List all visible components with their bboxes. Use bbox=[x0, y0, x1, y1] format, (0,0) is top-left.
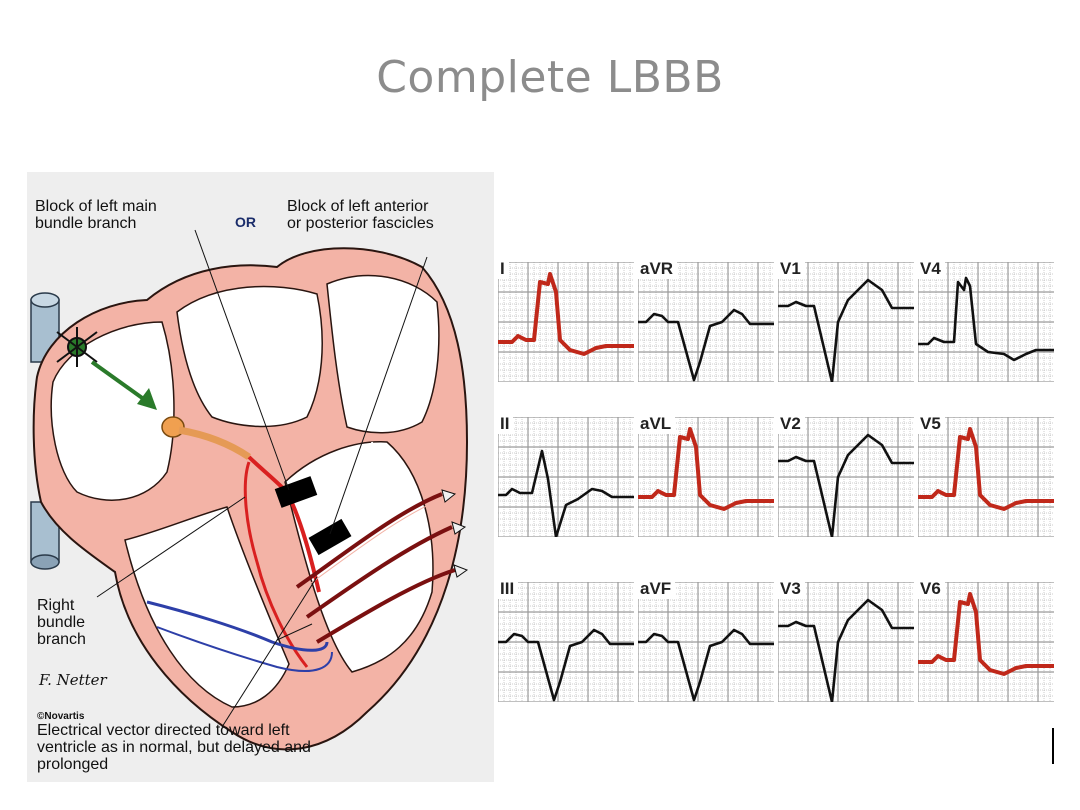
ecg-lead-v2: V2 bbox=[778, 414, 914, 537]
ecg-trace-svg bbox=[918, 262, 1054, 382]
heart-diagram-panel: Block of left main bundle branch OR Bloc… bbox=[27, 172, 494, 782]
ecg-trace-svg bbox=[778, 582, 914, 702]
ecg-waveform bbox=[638, 628, 774, 702]
ecg-gridlines bbox=[918, 582, 1054, 702]
ecg-lead-label: aVR bbox=[638, 259, 678, 279]
ecg-gridlines bbox=[918, 417, 1054, 537]
label-right-bundle: Right bundle branch bbox=[37, 597, 86, 648]
heart-illustration bbox=[30, 229, 469, 751]
ecg-lead-label: III bbox=[498, 579, 519, 599]
ecg-trace-svg bbox=[778, 417, 914, 537]
ecg-trace-svg bbox=[638, 262, 774, 382]
ecg-lead-v6: V6 bbox=[918, 579, 1054, 702]
ecg-gridlines bbox=[638, 582, 774, 702]
left-fiber-3 bbox=[315, 568, 456, 644]
ecg-lead-label: V2 bbox=[778, 414, 805, 434]
ecg-waveform bbox=[778, 598, 914, 702]
ecg-lead-label: aVL bbox=[638, 414, 676, 434]
ecg-lead-label: aVF bbox=[638, 579, 676, 599]
ecg-lead-label: V5 bbox=[918, 414, 945, 434]
left-fiber-2 bbox=[305, 525, 453, 619]
ecg-gridlines bbox=[778, 417, 914, 537]
ecg-trace-svg bbox=[638, 582, 774, 702]
ecg-trace-svg bbox=[498, 582, 634, 702]
ecg-trace-svg bbox=[918, 417, 1054, 537]
label-fascicles-block: Block of left anterior or posterior fasc… bbox=[287, 198, 434, 232]
ecg-lead-label: V1 bbox=[778, 259, 805, 279]
ecg-lead-avf: aVF bbox=[638, 579, 774, 702]
ecg-gridlines bbox=[918, 262, 1054, 382]
ecg-gridlines bbox=[498, 582, 634, 702]
left-bundle bbox=[243, 461, 309, 668]
copyright-label: ©Novartis bbox=[37, 711, 85, 722]
ecg-waveform bbox=[498, 272, 634, 356]
ecg-lead-label: V6 bbox=[918, 579, 945, 599]
block-fascicles-bar bbox=[308, 518, 352, 556]
right-bundle-branch-path bbox=[146, 600, 329, 652]
ecg-lead-avl: aVL bbox=[638, 414, 774, 537]
ecg-gridlines bbox=[498, 417, 634, 537]
ecg-gridlines bbox=[778, 262, 914, 382]
ecg-gridlines bbox=[498, 262, 634, 382]
ecg-lead-v3: V3 bbox=[778, 579, 914, 702]
ecg-waveform bbox=[498, 449, 634, 537]
label-left-main-block: Block of left main bundle branch bbox=[35, 198, 157, 232]
left-ventricle bbox=[284, 441, 434, 673]
ecg-waveform bbox=[778, 433, 914, 537]
left-atrium bbox=[176, 285, 323, 428]
right-ventricle bbox=[124, 506, 290, 708]
ecg-waveform bbox=[778, 278, 914, 382]
ecg-waveform bbox=[918, 592, 1054, 676]
ecg-lead-iii: III bbox=[498, 579, 634, 702]
ecg-lead-ii: II bbox=[498, 414, 634, 537]
av-node bbox=[161, 416, 185, 438]
ecg-gridlines bbox=[778, 582, 914, 702]
divider-bar bbox=[1052, 728, 1054, 764]
ecg-trace-svg bbox=[498, 417, 634, 537]
label-electrical-vector: Electrical vector directed toward left v… bbox=[37, 722, 311, 773]
ecg-trace-svg bbox=[638, 417, 774, 537]
ecg-gridlines bbox=[638, 262, 774, 382]
ecg-lead-v5: V5 bbox=[918, 414, 1054, 537]
ecg-trace-svg bbox=[498, 262, 634, 382]
conduction-arrow bbox=[90, 360, 147, 402]
ecg-lead-label: V3 bbox=[778, 579, 805, 599]
ecg-lead-i: I bbox=[498, 259, 634, 382]
ecg-waveform bbox=[918, 427, 1054, 511]
ecg-lead-avr: aVR bbox=[638, 259, 774, 382]
page-title: Complete LBBB bbox=[376, 52, 724, 103]
ecg-waveform bbox=[498, 628, 634, 702]
ecg-lead-label: V4 bbox=[918, 259, 945, 279]
block-left-main-bar bbox=[274, 476, 318, 508]
artist-signature: F. Netter bbox=[39, 671, 107, 689]
ecg-gridlines bbox=[638, 417, 774, 537]
ecg-waveform bbox=[918, 276, 1054, 362]
label-or: OR bbox=[235, 214, 256, 230]
ecg-waveform bbox=[638, 427, 774, 511]
ecg-lead-label: II bbox=[498, 414, 514, 434]
left-fiber-1 bbox=[295, 492, 443, 589]
ecg-trace-svg bbox=[918, 582, 1054, 702]
ecg-trace-svg bbox=[778, 262, 914, 382]
sa-node-icon bbox=[56, 327, 98, 367]
ecg-lead-v4: V4 bbox=[918, 259, 1054, 382]
ecg-lead-label: I bbox=[498, 259, 509, 279]
ecg-waveform bbox=[638, 308, 774, 382]
right-atrium bbox=[50, 321, 175, 501]
ecg-lead-v1: V1 bbox=[778, 259, 914, 382]
